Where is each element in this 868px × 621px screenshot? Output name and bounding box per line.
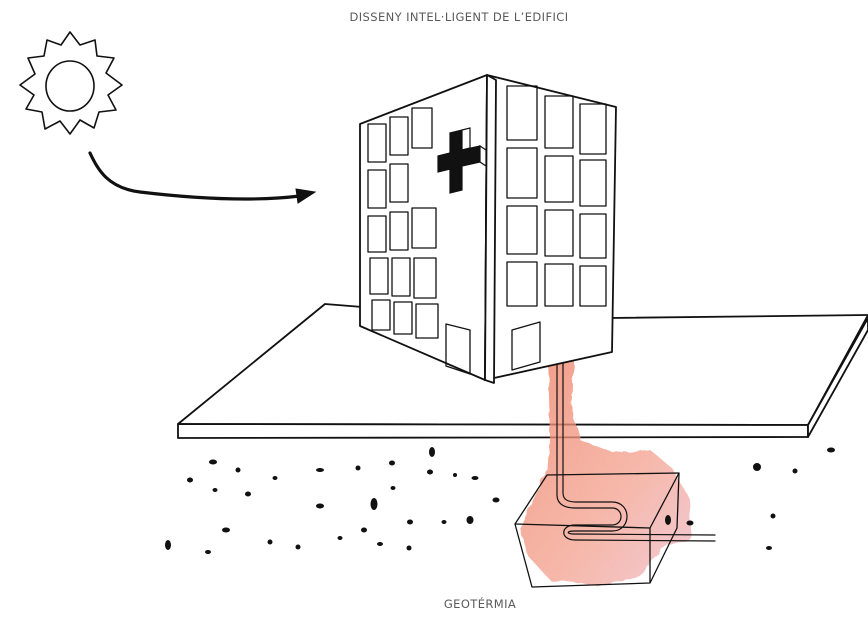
- building-design-label: DISSENY INTEL·LIGENT DE L’EDIFICI: [349, 10, 569, 24]
- medical-cross-icon: [437, 127, 487, 194]
- soil-pebbles: [165, 447, 835, 554]
- geothermal-box: [514, 472, 680, 588]
- sun-icon: [19, 31, 123, 135]
- hospital-building: [359, 74, 617, 384]
- geothermal-pipe: [556, 361, 716, 542]
- geothermal-label: GEOTÉRMIA: [443, 597, 517, 611]
- curved-arrow-icon: [88, 151, 317, 204]
